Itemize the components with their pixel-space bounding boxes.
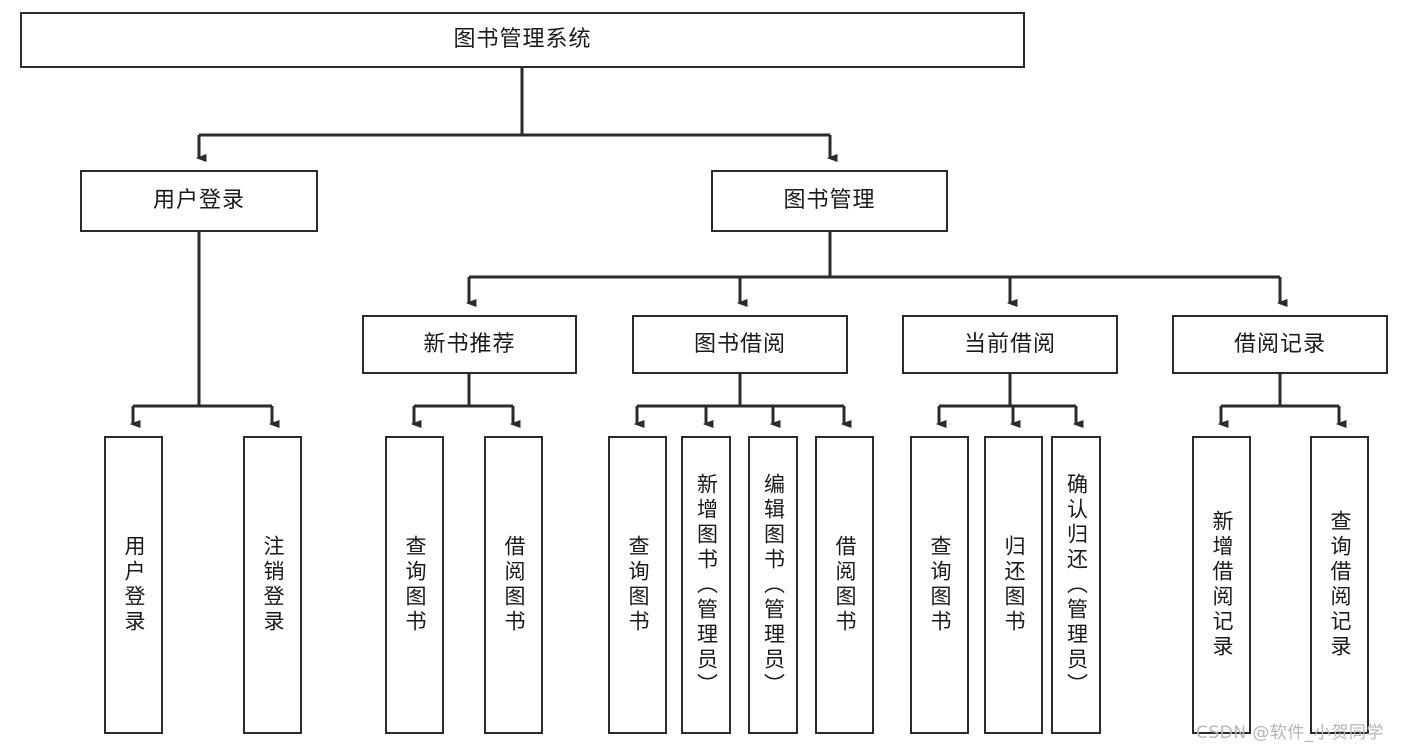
- node-root[interactable]: 图书管理系统: [20, 12, 1025, 68]
- node-leaf-add-record[interactable]: 新增借阅记录: [1192, 436, 1251, 734]
- node-book-borrow[interactable]: 图书借阅: [632, 315, 848, 374]
- node-book-manage[interactable]: 图书管理: [711, 170, 948, 232]
- node-leaf-return-book[interactable]: 归还图书: [984, 436, 1043, 734]
- node-leaf-borrow-book-rec[interactable]: 借阅图书: [484, 436, 543, 734]
- node-leaf-query-book-rec[interactable]: 查询图书: [385, 436, 444, 734]
- node-leaf-return-book-label: 归还图书: [1002, 535, 1026, 635]
- node-leaf-edit-book-label: 编辑图书（管理员）: [761, 472, 786, 698]
- node-leaf-edit-book[interactable]: 编辑图书（管理员）: [748, 436, 798, 734]
- node-leaf-borrow-book-label: 借阅图书: [833, 535, 857, 635]
- node-leaf-logout-label: 注销登录: [261, 535, 285, 635]
- node-new-book-rec[interactable]: 新书推荐: [362, 315, 577, 374]
- node-current-borrow-label: 当前借阅: [963, 331, 1056, 357]
- node-leaf-add-record-label: 新增借阅记录: [1210, 510, 1234, 660]
- node-leaf-borrow-book[interactable]: 借阅图书: [815, 436, 874, 734]
- node-borrow-record[interactable]: 借阅记录: [1172, 315, 1388, 374]
- node-book-manage-label: 图书管理: [783, 188, 876, 214]
- node-user-login[interactable]: 用户登录: [80, 170, 318, 232]
- node-borrow-record-label: 借阅记录: [1233, 331, 1326, 357]
- node-leaf-query-book[interactable]: 查询图书: [608, 436, 667, 734]
- node-leaf-confirm-return-label: 确认归还（管理员）: [1064, 472, 1089, 698]
- node-book-borrow-label: 图书借阅: [693, 331, 786, 357]
- node-leaf-add-book[interactable]: 新增图书（管理员）: [681, 436, 731, 734]
- node-leaf-add-book-label: 新增图书（管理员）: [694, 472, 719, 698]
- node-leaf-query-book-rec-label: 查询图书: [403, 535, 427, 635]
- node-leaf-logout[interactable]: 注销登录: [243, 436, 302, 734]
- node-leaf-query-record[interactable]: 查询借阅记录: [1310, 436, 1369, 734]
- node-leaf-query-book-cur-label: 查询图书: [928, 535, 952, 635]
- node-current-borrow[interactable]: 当前借阅: [902, 315, 1118, 374]
- node-leaf-query-record-label: 查询借阅记录: [1328, 510, 1352, 660]
- node-root-label: 图书管理系统: [453, 27, 592, 53]
- node-leaf-borrow-book-rec-label: 借阅图书: [502, 535, 526, 635]
- csdn-watermark: CSDN @软件_小贺同学: [1196, 723, 1384, 743]
- node-user-login-label: 用户登录: [152, 188, 245, 214]
- node-leaf-confirm-return[interactable]: 确认归还（管理员）: [1051, 436, 1101, 734]
- node-new-book-rec-label: 新书推荐: [423, 331, 516, 357]
- node-leaf-user-login-label: 用户登录: [122, 535, 146, 635]
- node-leaf-query-book-cur[interactable]: 查询图书: [910, 436, 969, 734]
- node-leaf-query-book-label: 查询图书: [626, 535, 650, 635]
- node-leaf-user-login[interactable]: 用户登录: [104, 436, 163, 734]
